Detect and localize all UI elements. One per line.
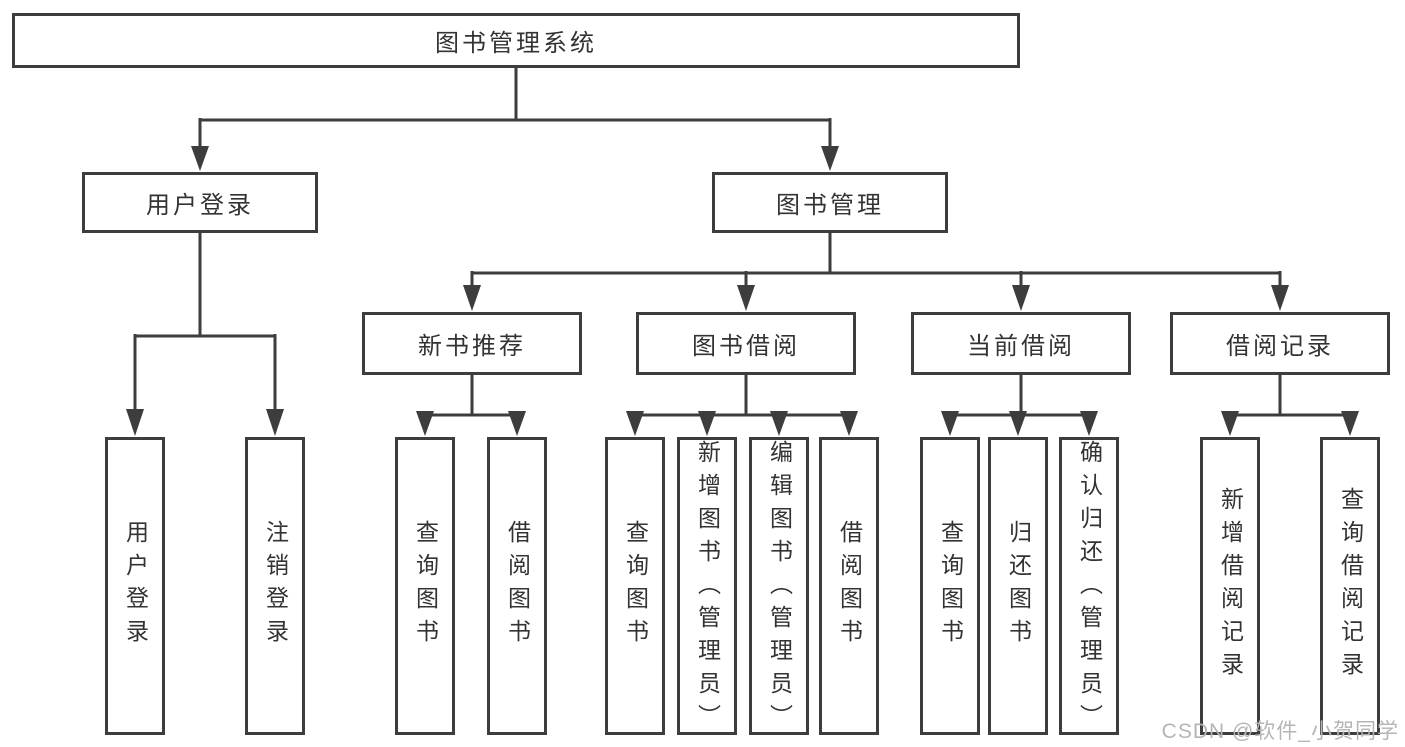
leaf-return-books: 归还图书 [988,437,1048,735]
node-borrow-records: 借阅记录 [1170,312,1390,375]
node-user-login-label: 用户登录 [146,192,254,219]
leaf-user-login: 用户登录 [105,437,165,735]
leaf-add-borrow-record: 新增借阅记录 [1200,437,1260,735]
leaf-query-books-recommend: 查询图书 [395,437,455,735]
leaf-add-books-admin: 新增图书（管理员） [677,437,737,737]
leaf-logout: 注销登录 [245,437,305,735]
node-user-login: 用户登录 [82,172,318,233]
node-root-library-system: 图书管理系统 [12,13,1020,68]
leaf-edit-books-admin: 编辑图书（管理员） [749,437,809,737]
leaf-query-books-current: 查询图书 [920,437,980,735]
leaf-borrow-books: 借阅图书 [819,437,879,735]
leaf-confirm-return-admin: 确认归还（管理员） [1059,437,1119,737]
node-root-label: 图书管理系统 [435,30,597,57]
leaf-borrow-books-recommend: 借阅图书 [487,437,547,735]
node-current-borrow: 当前借阅 [911,312,1131,375]
node-book-borrow-label: 图书借阅 [692,333,800,360]
node-new-book-recommend: 新书推荐 [362,312,582,375]
node-book-borrow: 图书借阅 [636,312,856,375]
csdn-watermark: CSDN @软件_小贺同学 [1161,720,1399,743]
node-current-borrow-label: 当前借阅 [967,333,1075,360]
node-new-book-recommend-label: 新书推荐 [418,333,526,360]
node-book-management: 图书管理 [712,172,948,233]
leaf-query-books-borrow: 查询图书 [605,437,665,735]
node-borrow-records-label: 借阅记录 [1226,333,1334,360]
leaf-query-borrow-record: 查询借阅记录 [1320,437,1380,735]
node-book-management-label: 图书管理 [776,192,884,219]
